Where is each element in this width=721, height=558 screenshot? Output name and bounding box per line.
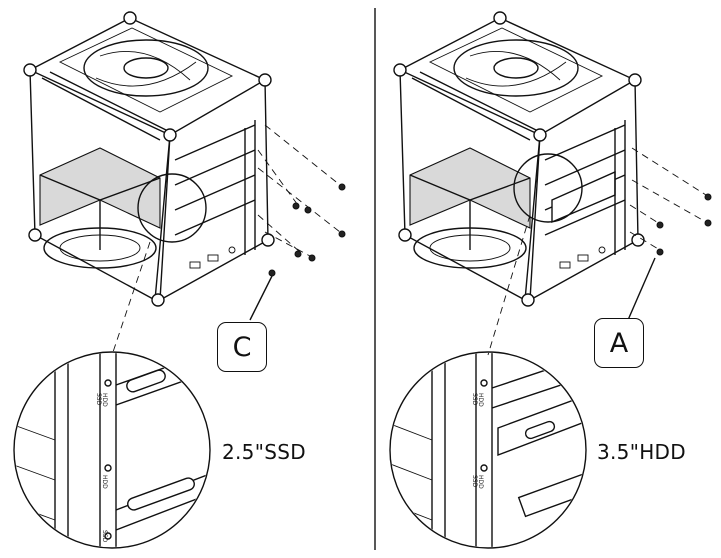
right-drive-caption: 3.5"HDD [597,440,686,464]
left-zoom-detail [13,351,211,549]
left-case-drawing [23,11,275,307]
right-case-drawing [393,11,645,307]
screw-icon [338,230,346,238]
left-panel: HDD SSD HDD SSD [13,11,346,549]
zoom-marking: HDD [101,475,108,489]
screw-icon [268,269,276,277]
right-callout-label: A [594,318,644,368]
right-zoom-detail [389,351,587,549]
screw-icon [304,206,312,214]
right-panel: HDD SSD HDD SSD [389,11,712,549]
right-screw-group [627,147,712,321]
left-screw-group [249,124,346,321]
zoom-marking: SSD [95,393,102,406]
zoom-marking: SSD [471,475,478,488]
zoom-marking: HDD [477,393,484,407]
screw-icon [292,202,300,210]
zoom-marking: SSD [101,530,108,543]
screw-icon [656,248,664,256]
left-drive-caption: 2.5"SSD [222,440,306,464]
screw-icon [308,254,316,262]
zoom-marking: HDD [101,393,108,407]
screw-icon [294,250,302,258]
left-callout-label: C [217,322,267,372]
screw-icon [338,183,346,191]
zoom-marking: SSD [471,393,478,406]
screw-icon [704,193,712,201]
zoom-marking: HDD [477,475,484,489]
screw-icon [656,221,664,229]
screw-icon [704,219,712,227]
